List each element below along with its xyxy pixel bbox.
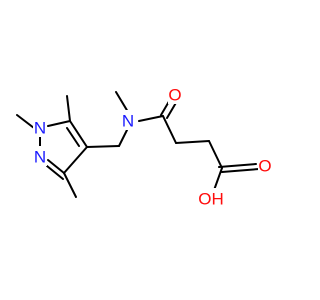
structure-canvas: N O O OH N N bbox=[16, 84, 272, 209]
bond-acid-double-a bbox=[218, 163, 257, 168]
bond-ring-c5-n1 bbox=[47, 120, 71, 127]
bond-chain-1 bbox=[162, 115, 177, 144]
atom-n-amide: N bbox=[121, 110, 135, 131]
atom-o-acid-label: O bbox=[258, 157, 271, 176]
atom-n2-pyrazole-label: N bbox=[34, 148, 46, 167]
atom-n1-pyrazole-label: N bbox=[34, 119, 46, 138]
bond-ring-c3-c4 bbox=[63, 146, 88, 174]
bond-acid-double-b bbox=[221, 168, 260, 173]
atom-oh-acid: OH bbox=[197, 188, 225, 209]
bond-c5-methyl bbox=[66, 95, 71, 122]
atom-o-acid: O bbox=[258, 155, 272, 176]
bond-ring-n2-c3-a bbox=[47, 159, 65, 174]
atom-o-carbonyl: O bbox=[168, 84, 182, 105]
bond-c3-methyl bbox=[63, 172, 77, 198]
atom-n1-pyrazole: N bbox=[33, 117, 47, 138]
bond-n-ch2 bbox=[118, 129, 128, 147]
bond-chain-3 bbox=[208, 140, 223, 169]
molecule-structure: N O O OH N N bbox=[16, 84, 272, 209]
bond-chain-2 bbox=[175, 140, 210, 144]
bond-layer bbox=[16, 91, 260, 198]
bond-n-methyl bbox=[115, 91, 129, 113]
atom-o-carbonyl-label: O bbox=[168, 86, 181, 105]
bond-ring-n2-c3-b bbox=[46, 165, 64, 180]
bond-n1-methyl bbox=[16, 114, 35, 129]
bond-ring-c4-c5 bbox=[69, 120, 88, 148]
atom-label-layer: N O O OH N N bbox=[33, 84, 272, 209]
bond-ch2-ring bbox=[86, 145, 120, 148]
bond-n-carbonyl-carbon bbox=[138, 115, 164, 122]
atom-n-amide-label: N bbox=[122, 112, 134, 131]
bond-ring-c4-c5-inner bbox=[66, 127, 80, 147]
atom-n2-pyrazole: N bbox=[33, 146, 47, 167]
atom-oh-acid-label: OH bbox=[198, 190, 224, 209]
